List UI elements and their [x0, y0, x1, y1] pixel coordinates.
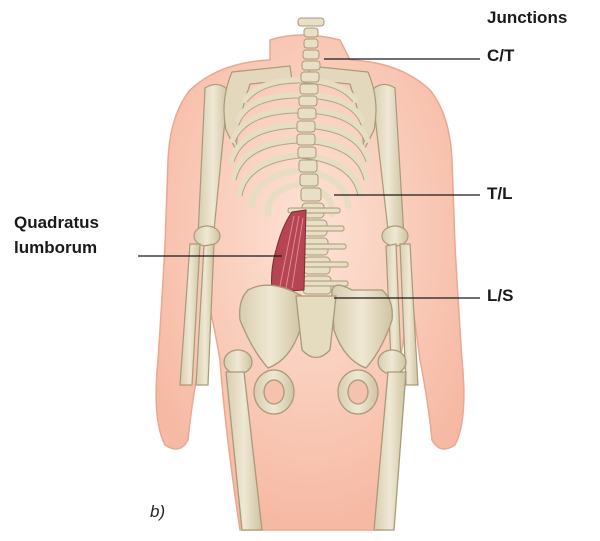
- ls-label: L/S: [487, 286, 514, 305]
- pelvis: [239, 284, 393, 415]
- panel-label: b): [150, 502, 166, 521]
- junctions-title: Junctions: [487, 8, 568, 27]
- femur-bones: [223, 349, 407, 531]
- leader-lines: [138, 58, 480, 299]
- forearm-bones: [179, 243, 419, 386]
- neck-vertebrae-top: [297, 17, 325, 27]
- quadratus-label-line2: lumborum: [14, 238, 98, 257]
- ct-label: C/T: [487, 46, 515, 65]
- quadratus-lumborum-muscle: [271, 209, 307, 293]
- humerus-bones: [193, 83, 409, 247]
- tl-label: T/L: [487, 184, 513, 203]
- quadratus-label-line1: Quadratus: [14, 213, 100, 232]
